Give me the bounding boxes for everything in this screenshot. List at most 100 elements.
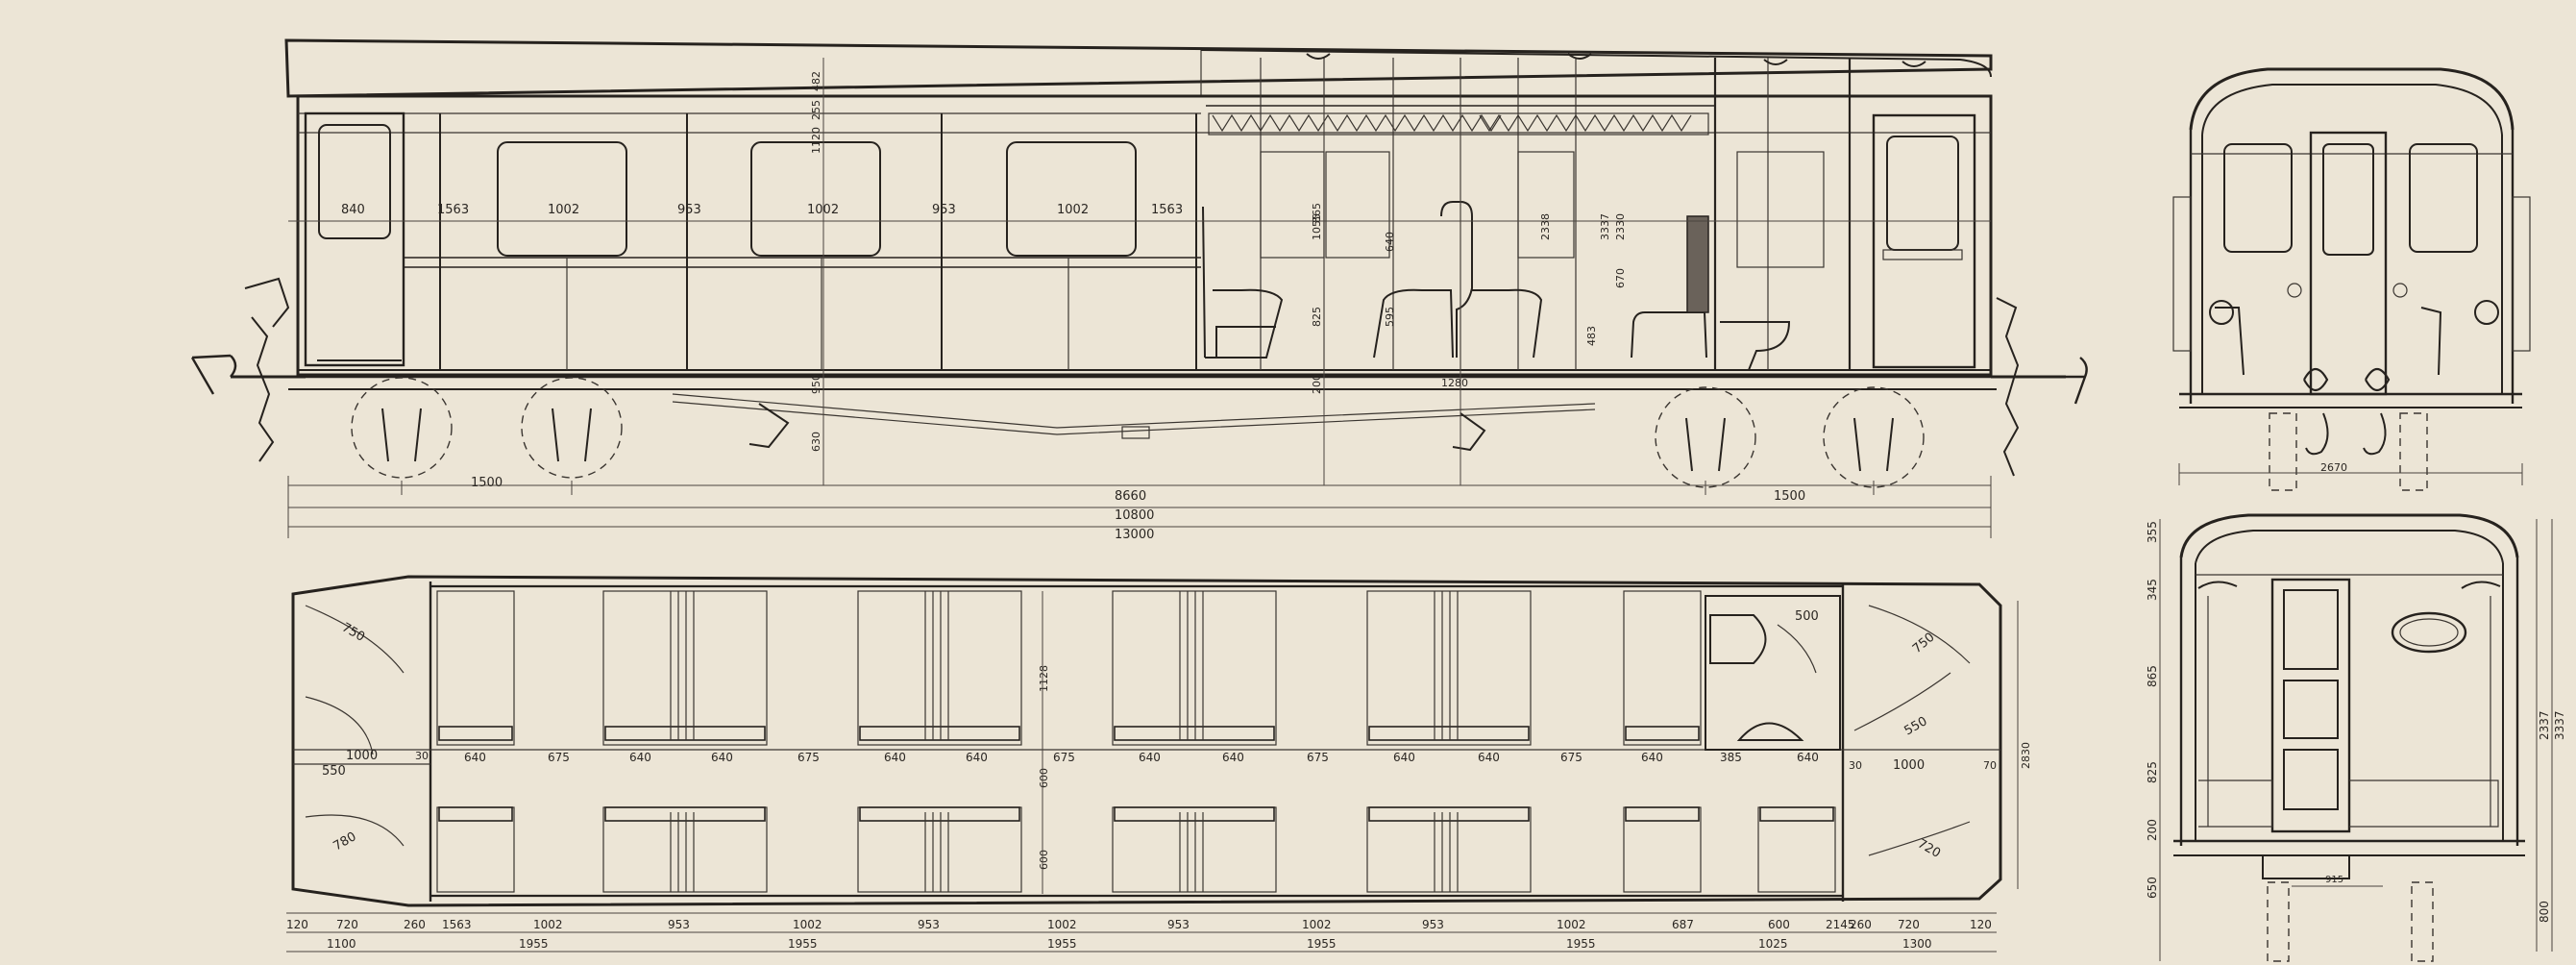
end-width-label: 2670 [2320, 461, 2347, 474]
seat-bay-upper [1623, 590, 1702, 746]
side-height-6: 825 [1311, 307, 1323, 327]
seat-width-label: 675 [1053, 751, 1075, 764]
side-width-7: 1563 [1151, 203, 1183, 217]
side-dim-1500-left: 1500 [471, 476, 503, 490]
side-width-6: 1002 [1057, 203, 1089, 217]
side-height-10: 630 [810, 432, 822, 452]
side-dim-8660: 8660 [1115, 489, 1146, 504]
bottom-dim-1: 260 [1850, 918, 1872, 931]
seat-bay-lower [1757, 806, 1836, 893]
lower-seats [436, 806, 1836, 893]
seat-width-label: 640 [464, 751, 486, 764]
plan-bottom-row-2: 1100 1955 1955 1955 1955 1955 1025 1300 [327, 937, 1932, 951]
bottom-dim-2: 1300 [1902, 937, 1932, 951]
bottom-dim-1: 953 [668, 918, 690, 931]
bottom-dim-1: 260 [404, 918, 426, 931]
side-height-3: 1055 [1311, 213, 1323, 240]
plan-right-2: 2830 [2020, 742, 2032, 769]
seat-width-label: 640 [1478, 751, 1500, 764]
end-elevation: 2670 [2172, 67, 2531, 491]
seat-width-label: 640 [884, 751, 906, 764]
plan-door-8: 1000 [1893, 758, 1925, 773]
seat-bay-lower [436, 806, 515, 893]
bottom-dim-2: 1100 [327, 937, 356, 951]
bottom-dim-2: 1955 [788, 937, 818, 951]
section-bottom-label: 915 [2325, 875, 2343, 885]
seat-bay-upper [857, 590, 1022, 746]
side-height-8: 200 [1311, 374, 1323, 394]
section-height-label: 200 [2146, 819, 2159, 841]
seat-width-label: 640 [966, 751, 988, 764]
bottom-dim-1: 600 [1768, 918, 1790, 931]
seat-bay-lower [1623, 806, 1702, 893]
seat-bay-upper [1112, 590, 1277, 746]
section-overall-0: 3337 [2553, 710, 2566, 740]
seat-width-label: 640 [1797, 751, 1819, 764]
section-height-label: 865 [2146, 665, 2159, 687]
seat-bay-lower [602, 806, 768, 893]
plan-right-0: 30 [1849, 759, 1862, 772]
side-height-r3: 670 [1614, 268, 1627, 288]
bottom-dim-1: 1002 [793, 918, 822, 931]
seat-width-label: 640 [1641, 751, 1663, 764]
section-height-label: 650 [2146, 877, 2159, 899]
bottom-dim-2: 1955 [519, 937, 549, 951]
bottom-dim-2: 1955 [1566, 937, 1596, 951]
bottom-dim-1: 720 [336, 918, 358, 931]
seat-bay-lower [1366, 806, 1532, 893]
side-elevation: 840 1563 1002 953 1002 953 1002 1563 482… [190, 38, 2088, 542]
section-overall-1: 2337 [2538, 710, 2551, 740]
side-width-2: 1002 [548, 203, 579, 217]
seat-width-label: 675 [1307, 751, 1329, 764]
side-width-1: 1563 [437, 203, 469, 217]
side-dim-13000: 13000 [1115, 528, 1154, 542]
section-height-label: 345 [2146, 579, 2159, 601]
seat-width-label: 675 [548, 751, 570, 764]
side-height-4: 865 [1311, 203, 1323, 223]
bottom-dim-1: 120 [1970, 918, 1992, 931]
seat-width-label: 675 [797, 751, 820, 764]
bottom-dim-2: 1955 [1307, 937, 1337, 951]
seat-bay-upper [436, 590, 515, 746]
plan-right-1: 70 [1983, 759, 1997, 772]
bottom-dim-1: 1002 [533, 918, 563, 931]
bottom-dim-1: 1002 [1302, 918, 1332, 931]
seat-bay-lower [1112, 806, 1277, 893]
bottom-dim-2: 1955 [1047, 937, 1077, 951]
seat-width-label: 640 [629, 751, 651, 764]
seat-width-label: 675 [1560, 751, 1582, 764]
side-height-r2: 2330 [1614, 213, 1627, 240]
side-width-3: 953 [677, 203, 701, 217]
side-height-1: 255 [810, 100, 822, 120]
side-height-2: 1120 [810, 127, 822, 154]
side-height-0: 482 [810, 71, 822, 91]
plan-door-7: 720 [1915, 836, 1943, 860]
bottom-dim-1: 953 [1167, 918, 1190, 931]
side-width-5: 953 [932, 203, 956, 217]
bottom-dim-2: 1025 [1758, 937, 1788, 951]
plan-door-6: 550 [1902, 714, 1930, 738]
plan-door-3: 1000 [346, 749, 378, 763]
plan-center-2: 600 [1038, 850, 1050, 870]
side-dim-1500-right: 1500 [1774, 489, 1805, 504]
plan-view: 750 550 780 1000 500 750 550 720 1000 30… [286, 575, 2032, 953]
side-width-0: 840 [341, 203, 365, 217]
plan-door-2: 780 [331, 829, 359, 854]
section-height-label: 355 [2146, 521, 2159, 543]
bottom-dim-1: 687 [1672, 918, 1694, 931]
side-height-5: 640 [1384, 232, 1396, 252]
bottom-dim-1: 720 [1898, 918, 1920, 931]
seat-bay-upper [1366, 590, 1532, 746]
bottom-dim-1: 1002 [1557, 918, 1586, 931]
seat-bay-upper [602, 590, 768, 746]
side-dim-10800: 10800 [1115, 508, 1154, 523]
bottom-dim-1: 120 [286, 918, 308, 931]
bottom-dim-1: 1563 [442, 918, 472, 931]
section-overall-2: 800 [2538, 901, 2551, 923]
bottom-dim-1: 953 [918, 918, 940, 931]
